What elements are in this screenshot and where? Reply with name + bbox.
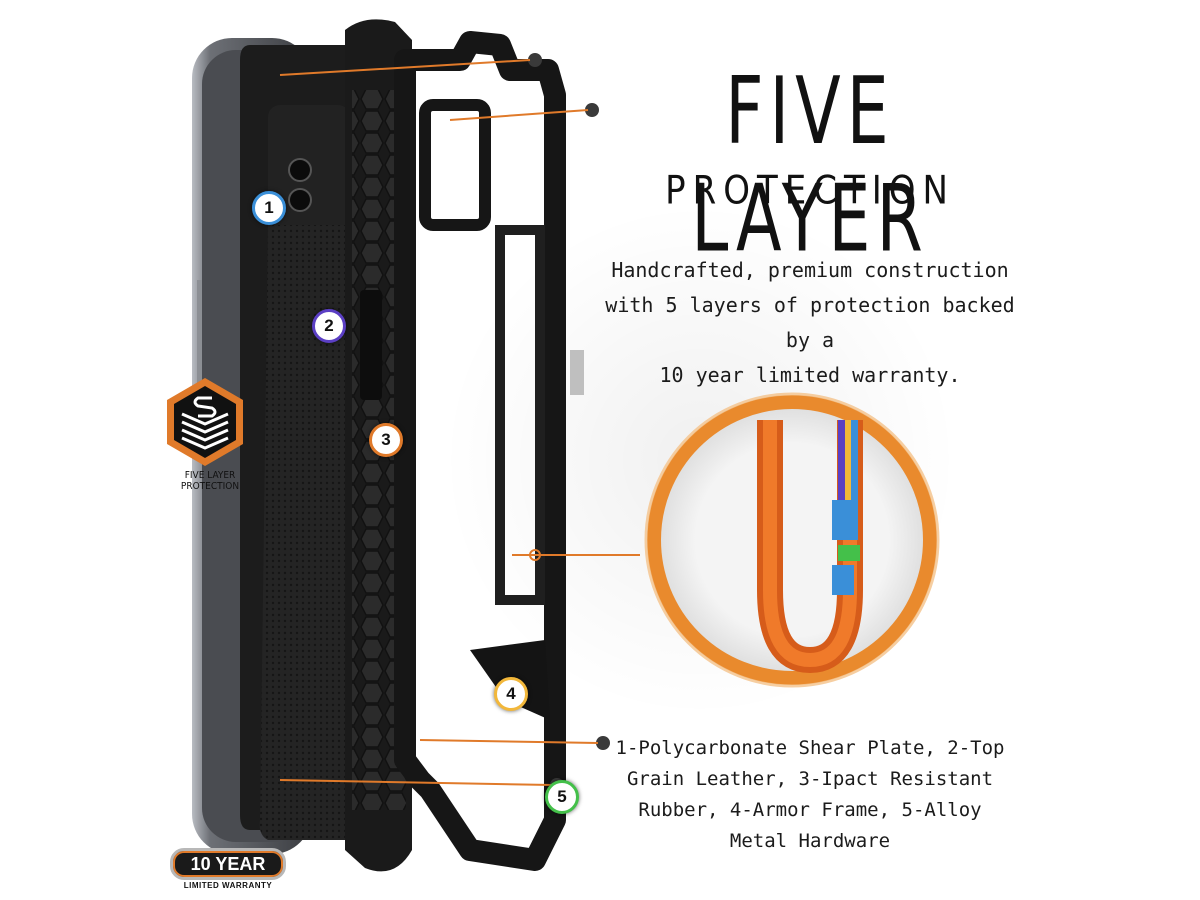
warranty-subtitle: LIMITED WARRANTY [183,881,273,890]
layer-badge-1: 1 [252,191,286,225]
description-line: with 5 layers of protection backed by a [605,293,1015,352]
screw-lines [279,59,640,786]
legend-line: Grain Leather, 3-Ipact Resistant [626,768,994,790]
legend-line: 1-Polycarbonate Shear Plate, 2-Top [615,737,1005,759]
armor-frame-layer [394,31,584,871]
legend-line: Rubber, 4-Armor Frame, 5-Alloy [638,799,982,821]
legend-line: Metal Hardware [729,830,891,852]
warranty-badge [170,848,286,880]
layer-badge-5: 5 [545,780,579,814]
five-layer-logo-text: FIVE LAYER PROTECTION [180,470,240,492]
five-layer-logo-icon [167,378,243,466]
shear-plate-layer [240,45,360,840]
description-line: Handcrafted, premium construction [611,258,1009,282]
description: Handcrafted, premium construction with 5… [590,253,1030,393]
layer-badge-4: 4 [494,677,528,711]
description-line: 10 year limited warranty. [659,363,961,387]
cross-section-magnifier [644,392,940,688]
layer-legend: 1-Polycarbonate Shear Plate, 2-Top Grain… [600,733,1020,857]
headline-title: FIVE LAYER [691,58,929,273]
layer-badge-2: 2 [312,309,346,343]
callout-dot [529,549,541,561]
headline-subtitle: PROTECTION [665,168,955,214]
warranty-badge-text: 10 YEAR [190,854,266,874]
layer-badge-3: 3 [369,423,403,457]
